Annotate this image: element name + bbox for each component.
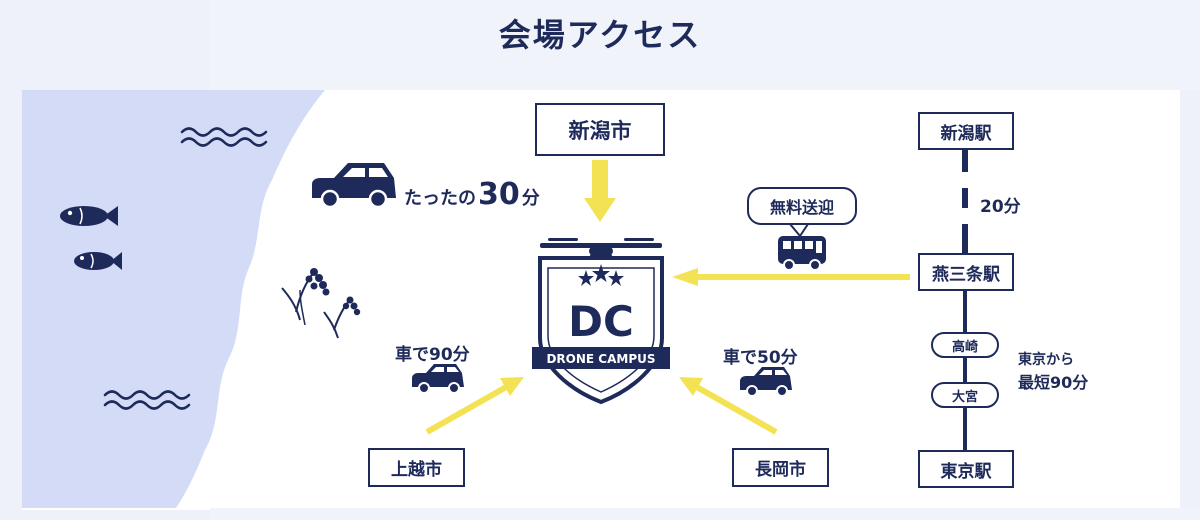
rice-plant-icon: [281, 268, 330, 326]
star-icon: [578, 264, 624, 286]
logo-name: DRONE CAMPUS: [546, 352, 655, 366]
arrow-niigata-to-campus: [584, 160, 616, 222]
rice-plant-icon: [323, 296, 361, 339]
station-niigata: 新潟駅: [918, 112, 1014, 150]
bus-icon: [778, 236, 826, 271]
arrow-nagaoka-to-campus: [679, 377, 778, 435]
rail-line: [962, 150, 968, 452]
car-route-niigata-prefix: たったの: [404, 188, 476, 209]
car-icon: [412, 364, 464, 394]
city-joetsu: 上越市: [368, 448, 465, 487]
car-route-nagaoka: 車で50分: [723, 348, 798, 368]
logo-monogram: DC: [568, 297, 634, 346]
city-nagaoka: 長岡市: [732, 448, 829, 487]
rail-time-label: 20分: [980, 197, 1021, 217]
car-icon: [740, 367, 792, 397]
station-tsubame-sanjo: 燕三条駅: [918, 253, 1014, 291]
tokyo-note-line1: 東京から: [1018, 352, 1074, 368]
via-stop-takasaki: 高崎: [931, 332, 999, 358]
wave-icon: [180, 127, 268, 147]
header-band: [210, 0, 1200, 90]
drone-icon: [540, 238, 662, 259]
footer-band: [210, 508, 1200, 520]
station-tokyo: 東京駅: [918, 450, 1014, 488]
bubble-tail: [787, 223, 810, 238]
arrow-joetsu-to-campus: [425, 377, 524, 435]
wave-icon: [103, 390, 191, 410]
tokyo-note-line2: 最短90分: [1018, 373, 1089, 392]
car-icon: [312, 163, 396, 209]
car-route-joetsu: 車で90分: [395, 345, 470, 365]
via-stop-omiya: 大宮: [931, 382, 999, 408]
arrow-shuttle-to-campus: [672, 268, 910, 286]
shuttle-bubble: 無料送迎: [747, 187, 857, 225]
car-route-niigata-unit: 分: [521, 188, 540, 209]
city-niigata: 新潟市: [535, 103, 665, 156]
drone-campus-logo: DC DRONE CAMPUS: [532, 238, 670, 405]
car-route-niigata: たったの 30 分: [404, 177, 540, 212]
sea-area: [22, 90, 325, 508]
page-title: 会場アクセス: [498, 16, 702, 54]
car-route-niigata-minutes: 30: [478, 177, 520, 212]
fish-icon: [60, 206, 118, 226]
fish-icon: [74, 252, 122, 270]
